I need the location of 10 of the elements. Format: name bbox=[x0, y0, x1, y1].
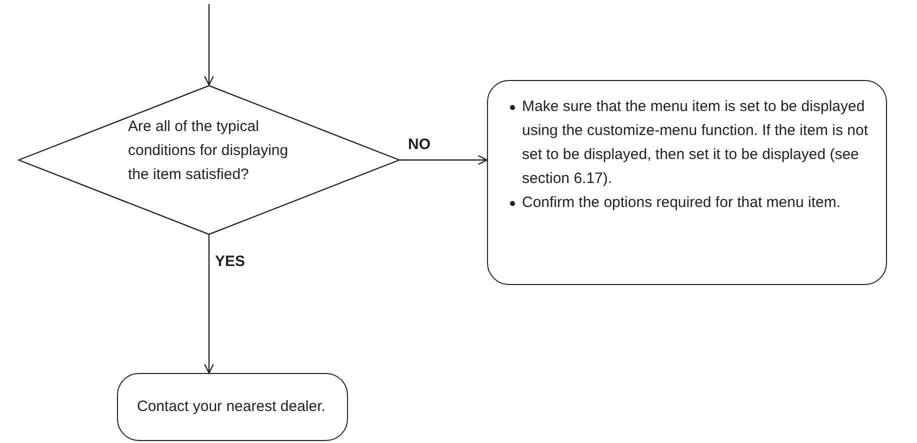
decision-diamond bbox=[18, 85, 400, 235]
arrow bbox=[204, 4, 214, 86]
decision-question: Are all of the typical conditions for displaying the item satisfied? bbox=[128, 117, 290, 185]
bullet-item: Make sure that the menu item is set to be displayed using the customize-menu function. If the item is not set to be displayed, then set it to be displayed (see section 6.17). bbox=[522, 95, 870, 191]
note-box bbox=[487, 80, 887, 285]
arrow bbox=[204, 235, 214, 374]
arrow bbox=[400, 154, 488, 166]
process-box bbox=[117, 373, 348, 441]
bullet-item: Confirm the options required for that menu item. bbox=[522, 191, 870, 215]
action-text: Contact your nearest dealer. bbox=[137, 397, 326, 417]
